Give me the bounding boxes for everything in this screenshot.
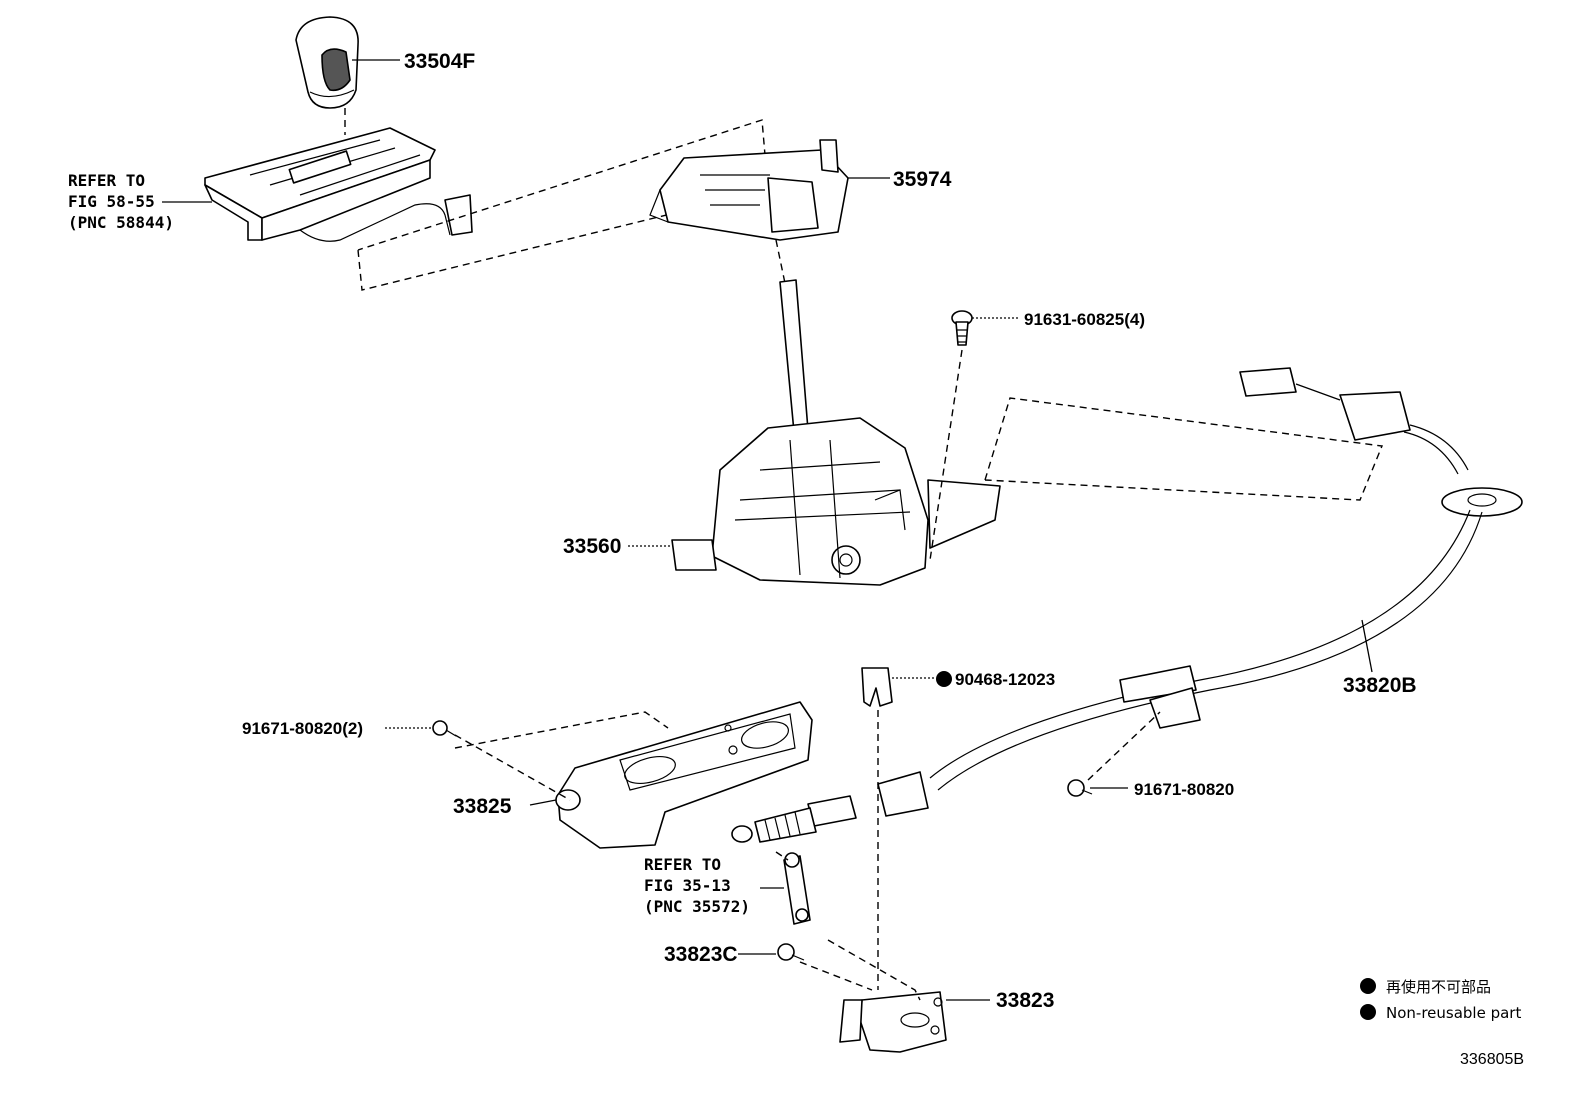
label-90468: 90468-12023 [955, 670, 1055, 689]
reference-note-35-13: REFER TO FIG 35-13 (PNC 35572) [644, 855, 750, 916]
label-91671: 91671-80820 [1134, 780, 1234, 799]
ref2-line1: REFER TO [644, 855, 721, 874]
label-33825: 33825 [453, 795, 512, 818]
ref1-line2: FIG 58-55 [68, 192, 155, 211]
label-35974: 35974 [893, 168, 952, 191]
legend-marker-icon-jp [1360, 978, 1376, 994]
label-33504F: 33504F [404, 50, 475, 73]
legend-jp: 再使用不可部品 [1386, 978, 1491, 996]
bolt-91671[interactable] [1067, 779, 1093, 797]
label-33823: 33823 [996, 989, 1054, 1012]
legend: 再使用不可部品 Non-reusable part [1360, 978, 1521, 1022]
ref1-line3: (PNC 58844) [68, 213, 174, 232]
ref2-line2: FIG 35-13 [644, 876, 731, 895]
reference-note-58-55: REFER TO FIG 58-55 (PNC 58844) [68, 171, 174, 232]
position-indicator[interactable] [649, 139, 849, 241]
legend-en: Non-reusable part [1386, 1004, 1521, 1022]
ref1-line1: REFER TO [68, 171, 145, 190]
cable-bracket[interactable] [839, 991, 947, 1053]
shift-knob[interactable] [295, 16, 359, 109]
label-33560: 33560 [563, 535, 621, 558]
control-cable[interactable] [731, 367, 1523, 843]
shift-console-bracket[interactable] [204, 127, 473, 242]
heat-insulator[interactable] [555, 701, 813, 849]
label-91671-x2: 91671-80820(2) [242, 719, 363, 738]
ref2-line3: (PNC 35572) [644, 897, 750, 916]
bolt-91671-x2[interactable] [432, 720, 457, 737]
label-33820B: 33820B [1343, 674, 1417, 697]
label-91631: 91631-60825(4) [1024, 310, 1145, 329]
diagram-code: 336805B [1460, 1051, 1524, 1068]
shift-link[interactable] [783, 852, 811, 925]
label-33823C: 33823C [664, 943, 738, 966]
legend-marker-icon-en [1360, 1004, 1376, 1020]
bolt-33823C[interactable] [777, 943, 805, 961]
bolt-91631[interactable] [951, 310, 973, 346]
shift-lever-assembly[interactable] [671, 279, 1001, 586]
non-reusable-marker-icon [936, 671, 952, 687]
clip-90468[interactable] [861, 667, 893, 707]
